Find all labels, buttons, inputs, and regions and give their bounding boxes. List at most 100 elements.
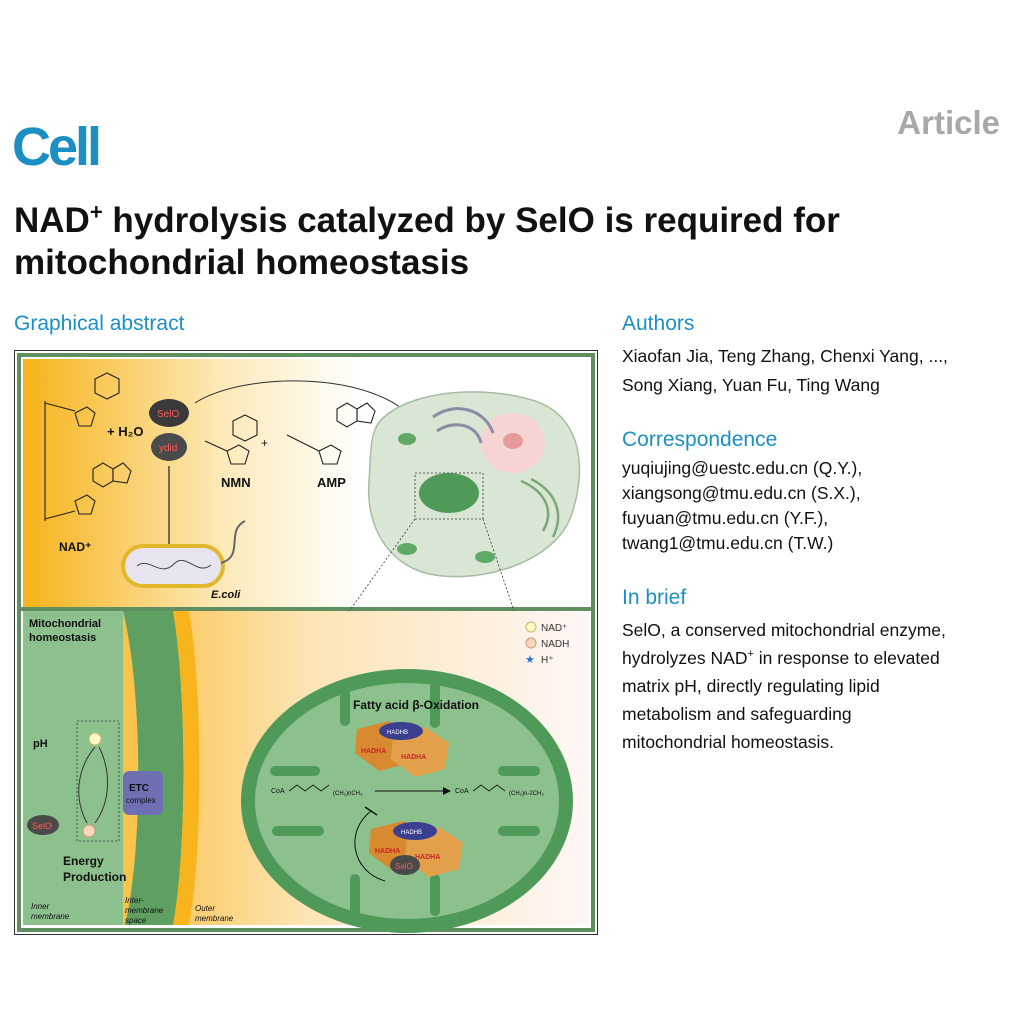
legend-nad-label: NAD⁺ [541, 623, 567, 634]
cycle-nadh-dot [82, 824, 96, 838]
nmn-structure [204, 414, 258, 465]
in-brief-line-5: mitochondrial homeostasis. [622, 732, 835, 752]
golgi-apparatus [432, 407, 495, 444]
selo-membrane-blob [27, 815, 59, 835]
label-etc-1: ETC [129, 783, 149, 794]
cell-mitochondrion-small-3 [398, 433, 416, 445]
cell-mitochondrion-small-1 [397, 543, 417, 555]
selo-mito-blob [390, 855, 420, 875]
correspondence-heading: Correspondence [622, 428, 778, 451]
label-outer-membrane-2: membrane [195, 914, 234, 923]
etc-complex [123, 771, 163, 815]
intermembrane-band [123, 611, 184, 925]
legend-nadh-dot [525, 637, 537, 649]
graphical-abstract-panel: NAD⁺ + H₂O SelO ydid + NMN AMP E.coli [14, 350, 598, 935]
label-hadha-bottom-1: HADHA [375, 848, 400, 855]
journal-logo: Cell [12, 117, 102, 177]
selo-enzyme-blob [149, 399, 189, 427]
label-intermembrane-1: Inter- [125, 896, 144, 905]
product-chain [472, 784, 506, 792]
in-brief-line-2: hydrolyzes NAD+ in response to elevated [622, 644, 946, 672]
mitochondrion-cristae [270, 682, 540, 916]
ecoli-flagellum [220, 520, 246, 564]
reaction-arrowhead [443, 787, 451, 795]
authors-heading: Authors [622, 312, 695, 335]
arrow-cell-to-selo [194, 380, 416, 422]
label-energy-1: Energy [63, 854, 104, 868]
label-selo-bottom: SelO [32, 821, 52, 831]
article-type-label: Article [897, 104, 1000, 141]
nad-structure [44, 372, 132, 521]
legend-h-star: ★ [525, 654, 535, 666]
title-sup: + [89, 199, 103, 225]
cell-nucleolus [503, 433, 523, 449]
label-inner-membrane-1: Inner [31, 902, 50, 911]
cycle-nad-dot [88, 732, 102, 746]
in-brief-line-2b: in response to elevated [753, 648, 940, 668]
authors-line-1: Xiaofan Jia, Teng Zhang, Chenxi Yang, ..… [622, 346, 948, 366]
in-brief-text: SelO, a conserved mitochondrial enzyme, … [622, 616, 946, 756]
label-hadha-top-1: HADHA [361, 748, 386, 755]
label-ecoli: E.coli [211, 589, 241, 601]
label-inner-membrane-2: membrane [31, 912, 70, 921]
label-chain-right: (CH₂)n-2CH₃ [509, 791, 544, 797]
label-energy-2: Production [63, 870, 126, 884]
label-ydid: ydid [159, 443, 177, 454]
inhibition-arc [354, 810, 386, 882]
label-water: + H₂O [107, 424, 143, 439]
ecoli-dna [136, 560, 212, 570]
label-mito-homeostasis-2: homeostasis [29, 632, 96, 644]
article-title: NAD+ hydrolysis catalyzed by SelO is req… [14, 200, 1004, 284]
correspondence-email-2[interactable]: xiangsong@tmu.edu.cn (S.X.), [622, 483, 861, 503]
in-brief-line-4: metabolism and safeguarding [622, 704, 852, 724]
dashed-cycle-box [76, 720, 120, 842]
label-hadha-bottom-2: HADHA [415, 854, 440, 861]
label-nad: NAD⁺ [59, 540, 91, 554]
cycle-arrows [78, 746, 108, 824]
legend-h-label: H⁺ [541, 655, 554, 666]
label-chain-left: (CH₂)nCH₃ [333, 791, 363, 797]
title-part2: hydrolysis catalyzed by SelO is required… [102, 201, 840, 240]
label-nmn: NMN [221, 475, 251, 490]
cell-mitochondrion-main [419, 473, 479, 513]
correspondence-email-4[interactable]: twang1@tmu.edu.cn (T.W.) [622, 533, 834, 553]
title-part1: NAD [14, 201, 90, 240]
hadhb-top [379, 722, 423, 740]
zoom-box [414, 472, 484, 520]
in-brief-line-2a: hydrolyzes NAD [622, 648, 748, 668]
label-hadhb-top: HADHB [387, 730, 408, 736]
label-amp: AMP [317, 475, 346, 490]
label-intermembrane-2: membrane [125, 906, 164, 915]
legend-nad-dot [525, 621, 537, 633]
correspondence-email-3[interactable]: fuyuan@tmu.edu.cn (Y.F.), [622, 508, 829, 528]
inhibition-bar [364, 806, 378, 816]
ydid-enzyme-blob [151, 433, 187, 461]
label-hadha-top-2: HADHA [401, 754, 426, 761]
endoplasmic-reticulum [520, 477, 560, 538]
authors-list: Xiaofan Jia, Teng Zhang, Chenxi Yang, ..… [622, 342, 948, 400]
label-coa-right: CoA [455, 788, 469, 795]
ecoli-bacterium [121, 544, 225, 588]
in-brief-heading: In brief [622, 586, 687, 609]
correspondence-list: yuqiujing@uestc.edu.cn (Q.Y.), xiangsong… [622, 456, 862, 556]
in-brief-line-1: SelO, a conserved mitochondrial enzyme, [622, 620, 946, 640]
label-hadhb-bottom: HADHB [401, 830, 422, 836]
label-outer-membrane-1: Outer [195, 904, 215, 913]
in-brief-line-2-sup: + [747, 648, 754, 661]
authors-line-2: Song Xiang, Yuan Fu, Ting Wang [622, 375, 880, 395]
label-coa-left: CoA [271, 788, 285, 795]
label-plus: + [261, 436, 268, 450]
label-selo-mito: SelO [395, 862, 413, 871]
legend-nadh-label: NADH [541, 639, 569, 650]
large-mitochondrion-matrix [255, 683, 559, 919]
hadhb-bottom [393, 822, 437, 840]
label-etc-2: complex [126, 796, 156, 805]
substrate-chain [288, 784, 330, 792]
outer-membrane-band [173, 611, 200, 925]
correspondence-email-1[interactable]: yuqiujing@uestc.edu.cn (Q.Y.), [622, 458, 863, 478]
cell-mitochondrion-small-2 [475, 551, 495, 563]
title-line2: mitochondrial homeostasis [14, 243, 470, 282]
graphical-abstract-heading: Graphical abstract [14, 312, 185, 335]
label-fatty-acid-oxidation: Fatty acid β-Oxidation [353, 698, 479, 712]
label-ph: pH [33, 738, 48, 750]
